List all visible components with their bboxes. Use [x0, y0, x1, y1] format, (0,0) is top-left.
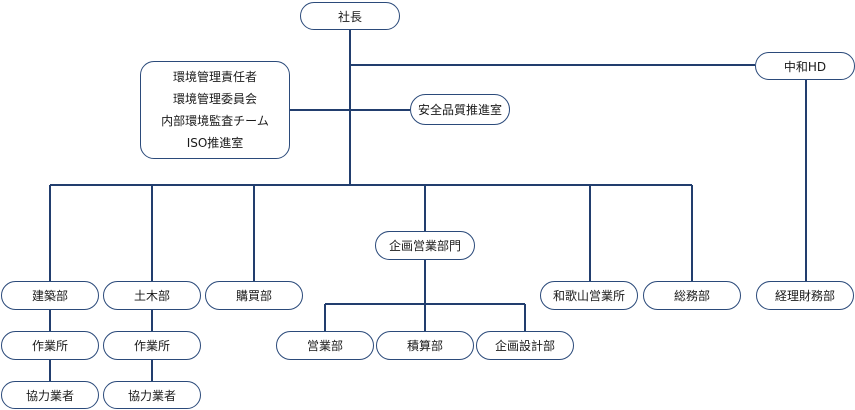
accounting-finance-dept-box: 経理財務部 [756, 281, 854, 310]
civil-partners-box: 協力業者 [103, 381, 201, 409]
committee-line-2: 環境管理委員会 [172, 92, 257, 106]
committee-line-1: 環境管理責任者 [172, 70, 257, 84]
purchasing-dept-box: 購買部 [205, 281, 303, 310]
wakayama-office-box: 和歌山営業所 [540, 281, 638, 310]
architecture-dept-box: 建築部 [1, 281, 99, 310]
general-affairs-dept-box: 総務部 [643, 281, 741, 310]
civil-dept-box: 土木部 [103, 281, 201, 310]
quality-office-box: 安全品質推進室 [410, 94, 510, 125]
civil-site-office-box: 作業所 [103, 331, 201, 360]
committee-line-4: ISO推進室 [186, 136, 244, 150]
president-box: 社長 [300, 2, 400, 30]
estimation-dept-box: 積算部 [376, 331, 474, 360]
sales-dept-box: 営業部 [276, 331, 374, 360]
planning-sales-division-box: 企画営業部門 [375, 231, 475, 260]
planning-design-dept-box: 企画設計部 [476, 331, 574, 360]
architecture-partners-box: 協力業者 [1, 381, 99, 409]
committee-line-3: 内部環境監査チーム [161, 114, 269, 128]
environment-committee-box: 環境管理責任者 環境管理委員会 内部環境監査チーム ISO推進室 [140, 61, 290, 159]
holding-box: 中和HD [755, 52, 855, 80]
architecture-site-office-box: 作業所 [1, 331, 99, 360]
